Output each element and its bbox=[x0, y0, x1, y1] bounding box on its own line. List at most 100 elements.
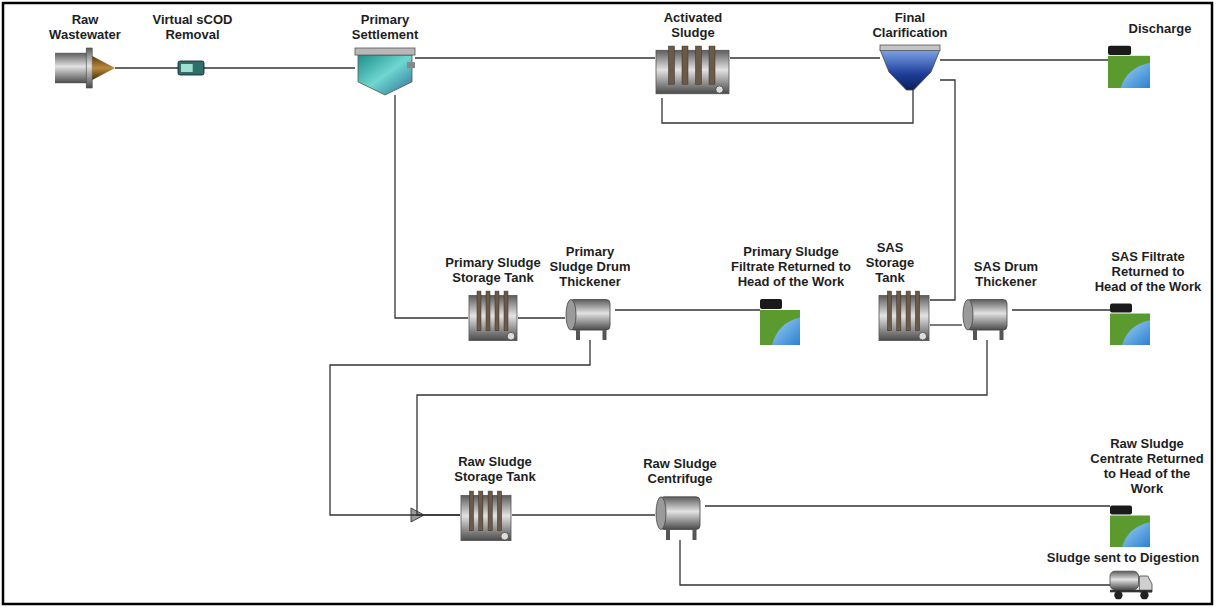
sensor-body bbox=[178, 61, 204, 75]
settler-outlet bbox=[407, 62, 415, 68]
outfall-water bbox=[1122, 522, 1150, 547]
pipe-connector bbox=[415, 57, 655, 58]
unit-label: Primary Sludge Filtrate Returned to Head… bbox=[720, 244, 862, 289]
process-unit: Raw Sludge Centrate Returned to Head of … bbox=[1110, 502, 1150, 547]
unit-icon bbox=[760, 295, 800, 345]
tank-baffle bbox=[486, 291, 490, 331]
tank-baffle bbox=[669, 46, 675, 84]
unit-label: Primary Settlement bbox=[340, 12, 430, 42]
label-holder: Sludge sent to Digestion bbox=[1040, 550, 1206, 565]
process-unit: Raw Sludge Storage Tank bbox=[460, 490, 512, 545]
unit-icon bbox=[565, 295, 615, 340]
outfall-pipe bbox=[1110, 304, 1132, 313]
unit-label: Raw Sludge Centrifuge bbox=[630, 456, 730, 486]
drum-leg bbox=[666, 529, 670, 540]
tank-baffle bbox=[488, 491, 492, 531]
flow-arrow bbox=[92, 56, 115, 80]
tank-baffle bbox=[495, 291, 499, 331]
tank-mixer bbox=[501, 532, 509, 540]
process-unit: Raw Wastewater bbox=[55, 48, 115, 88]
process-unit: SAS Filtrate Returned to Head of the Wor… bbox=[1110, 300, 1150, 345]
tank-mixer bbox=[716, 86, 723, 93]
unit-icon bbox=[1110, 300, 1150, 345]
unit-icon bbox=[1110, 502, 1150, 547]
unit-icon bbox=[655, 492, 705, 540]
unit-label: Final Clarification bbox=[862, 10, 958, 40]
tank-baffle bbox=[479, 491, 483, 531]
label-holder: SAS Drum Thickener bbox=[966, 259, 1046, 289]
pipe-connector bbox=[1012, 309, 1110, 310]
truck-wheel bbox=[1114, 591, 1122, 599]
pipe-connector bbox=[940, 59, 1108, 60]
label-holder: SAS Filtrate Returned to Head of the Wor… bbox=[1094, 249, 1202, 294]
drum-end bbox=[963, 300, 973, 331]
unit-label: Sludge sent to Digestion bbox=[1040, 550, 1206, 565]
tank-baffle bbox=[906, 291, 910, 331]
pipe-connector bbox=[615, 309, 760, 310]
pipe-connector bbox=[330, 340, 590, 515]
outfall-water bbox=[1122, 320, 1150, 345]
tank-baffle bbox=[709, 46, 715, 84]
unit-icon bbox=[1110, 568, 1152, 600]
unit-icon bbox=[355, 48, 415, 95]
unit-label: Virtual sCOD Removal bbox=[140, 12, 245, 42]
unit-label: Primary Sludge Storage Tank bbox=[438, 255, 548, 285]
tank-baffle bbox=[682, 46, 688, 84]
tank-baffle bbox=[915, 291, 919, 331]
truck-tank bbox=[1110, 571, 1139, 590]
settler-rim bbox=[355, 48, 415, 55]
pipe-connector bbox=[930, 324, 962, 325]
tank-baffle bbox=[477, 291, 481, 331]
outfall-ground bbox=[1108, 56, 1150, 88]
clarifier-rim bbox=[880, 45, 940, 50]
tank-baffle bbox=[497, 491, 501, 531]
label-holder: Primary Sludge Drum Thickener bbox=[545, 244, 635, 289]
unit-icon bbox=[1108, 42, 1150, 88]
tank-body bbox=[461, 496, 511, 541]
drum-leg bbox=[603, 330, 607, 340]
label-holder: Raw Sludge Centrate Returned to Head of … bbox=[1090, 436, 1204, 496]
process-unit: SAS Drum Thickener bbox=[962, 295, 1012, 340]
unit-label: Raw Sludge Centrate Returned to Head of … bbox=[1090, 436, 1204, 496]
tank-mixer bbox=[919, 332, 927, 340]
drum-leg bbox=[693, 529, 697, 540]
unit-icon bbox=[880, 45, 940, 90]
process-unit: Discharge bbox=[1108, 42, 1150, 88]
pipe-connector bbox=[680, 540, 1110, 585]
label-holder: Primary Sludge Storage Tank bbox=[438, 255, 548, 285]
label-holder: SAS Storage Tank bbox=[858, 240, 922, 285]
unit-label: Raw Wastewater bbox=[40, 12, 130, 42]
pipe-connector bbox=[662, 90, 913, 123]
pipe-connector bbox=[705, 505, 1110, 506]
outfall-ground bbox=[1110, 314, 1150, 346]
outfall-water bbox=[1121, 63, 1150, 88]
drum-leg bbox=[1000, 330, 1004, 340]
unit-icon bbox=[468, 290, 518, 345]
label-holder: Discharge bbox=[1118, 21, 1202, 36]
settler-body bbox=[358, 55, 412, 95]
pipe-connector bbox=[518, 317, 565, 318]
outfall-pipe bbox=[1108, 46, 1131, 55]
unit-icon bbox=[655, 45, 730, 98]
clarifier-cone bbox=[880, 50, 940, 91]
label-holder: Final Clarification bbox=[862, 10, 958, 40]
unit-label: Activated Sludge bbox=[648, 10, 738, 40]
truck-wheel bbox=[1140, 591, 1148, 599]
label-holder: Primary Sludge Filtrate Returned to Head… bbox=[720, 244, 862, 289]
unit-label: SAS Storage Tank bbox=[858, 240, 922, 285]
sensor-screen bbox=[181, 64, 193, 72]
process-unit: Activated Sludge bbox=[655, 45, 730, 98]
truck-cab bbox=[1139, 576, 1152, 592]
outfall-ground bbox=[760, 310, 800, 345]
outer-frame bbox=[3, 3, 1212, 604]
label-holder: Activated Sludge bbox=[648, 10, 738, 40]
pipe-flange bbox=[86, 48, 92, 88]
unit-label: Discharge bbox=[1118, 21, 1202, 36]
process-unit: Primary Sludge Storage Tank bbox=[468, 290, 518, 345]
unit-label: SAS Filtrate Returned to Head of the Wor… bbox=[1094, 249, 1202, 294]
process-unit: Raw Sludge Centrifuge bbox=[655, 492, 705, 540]
drum-leg bbox=[973, 330, 977, 340]
unit-icon bbox=[962, 295, 1012, 340]
label-holder: Raw Wastewater bbox=[40, 12, 130, 42]
